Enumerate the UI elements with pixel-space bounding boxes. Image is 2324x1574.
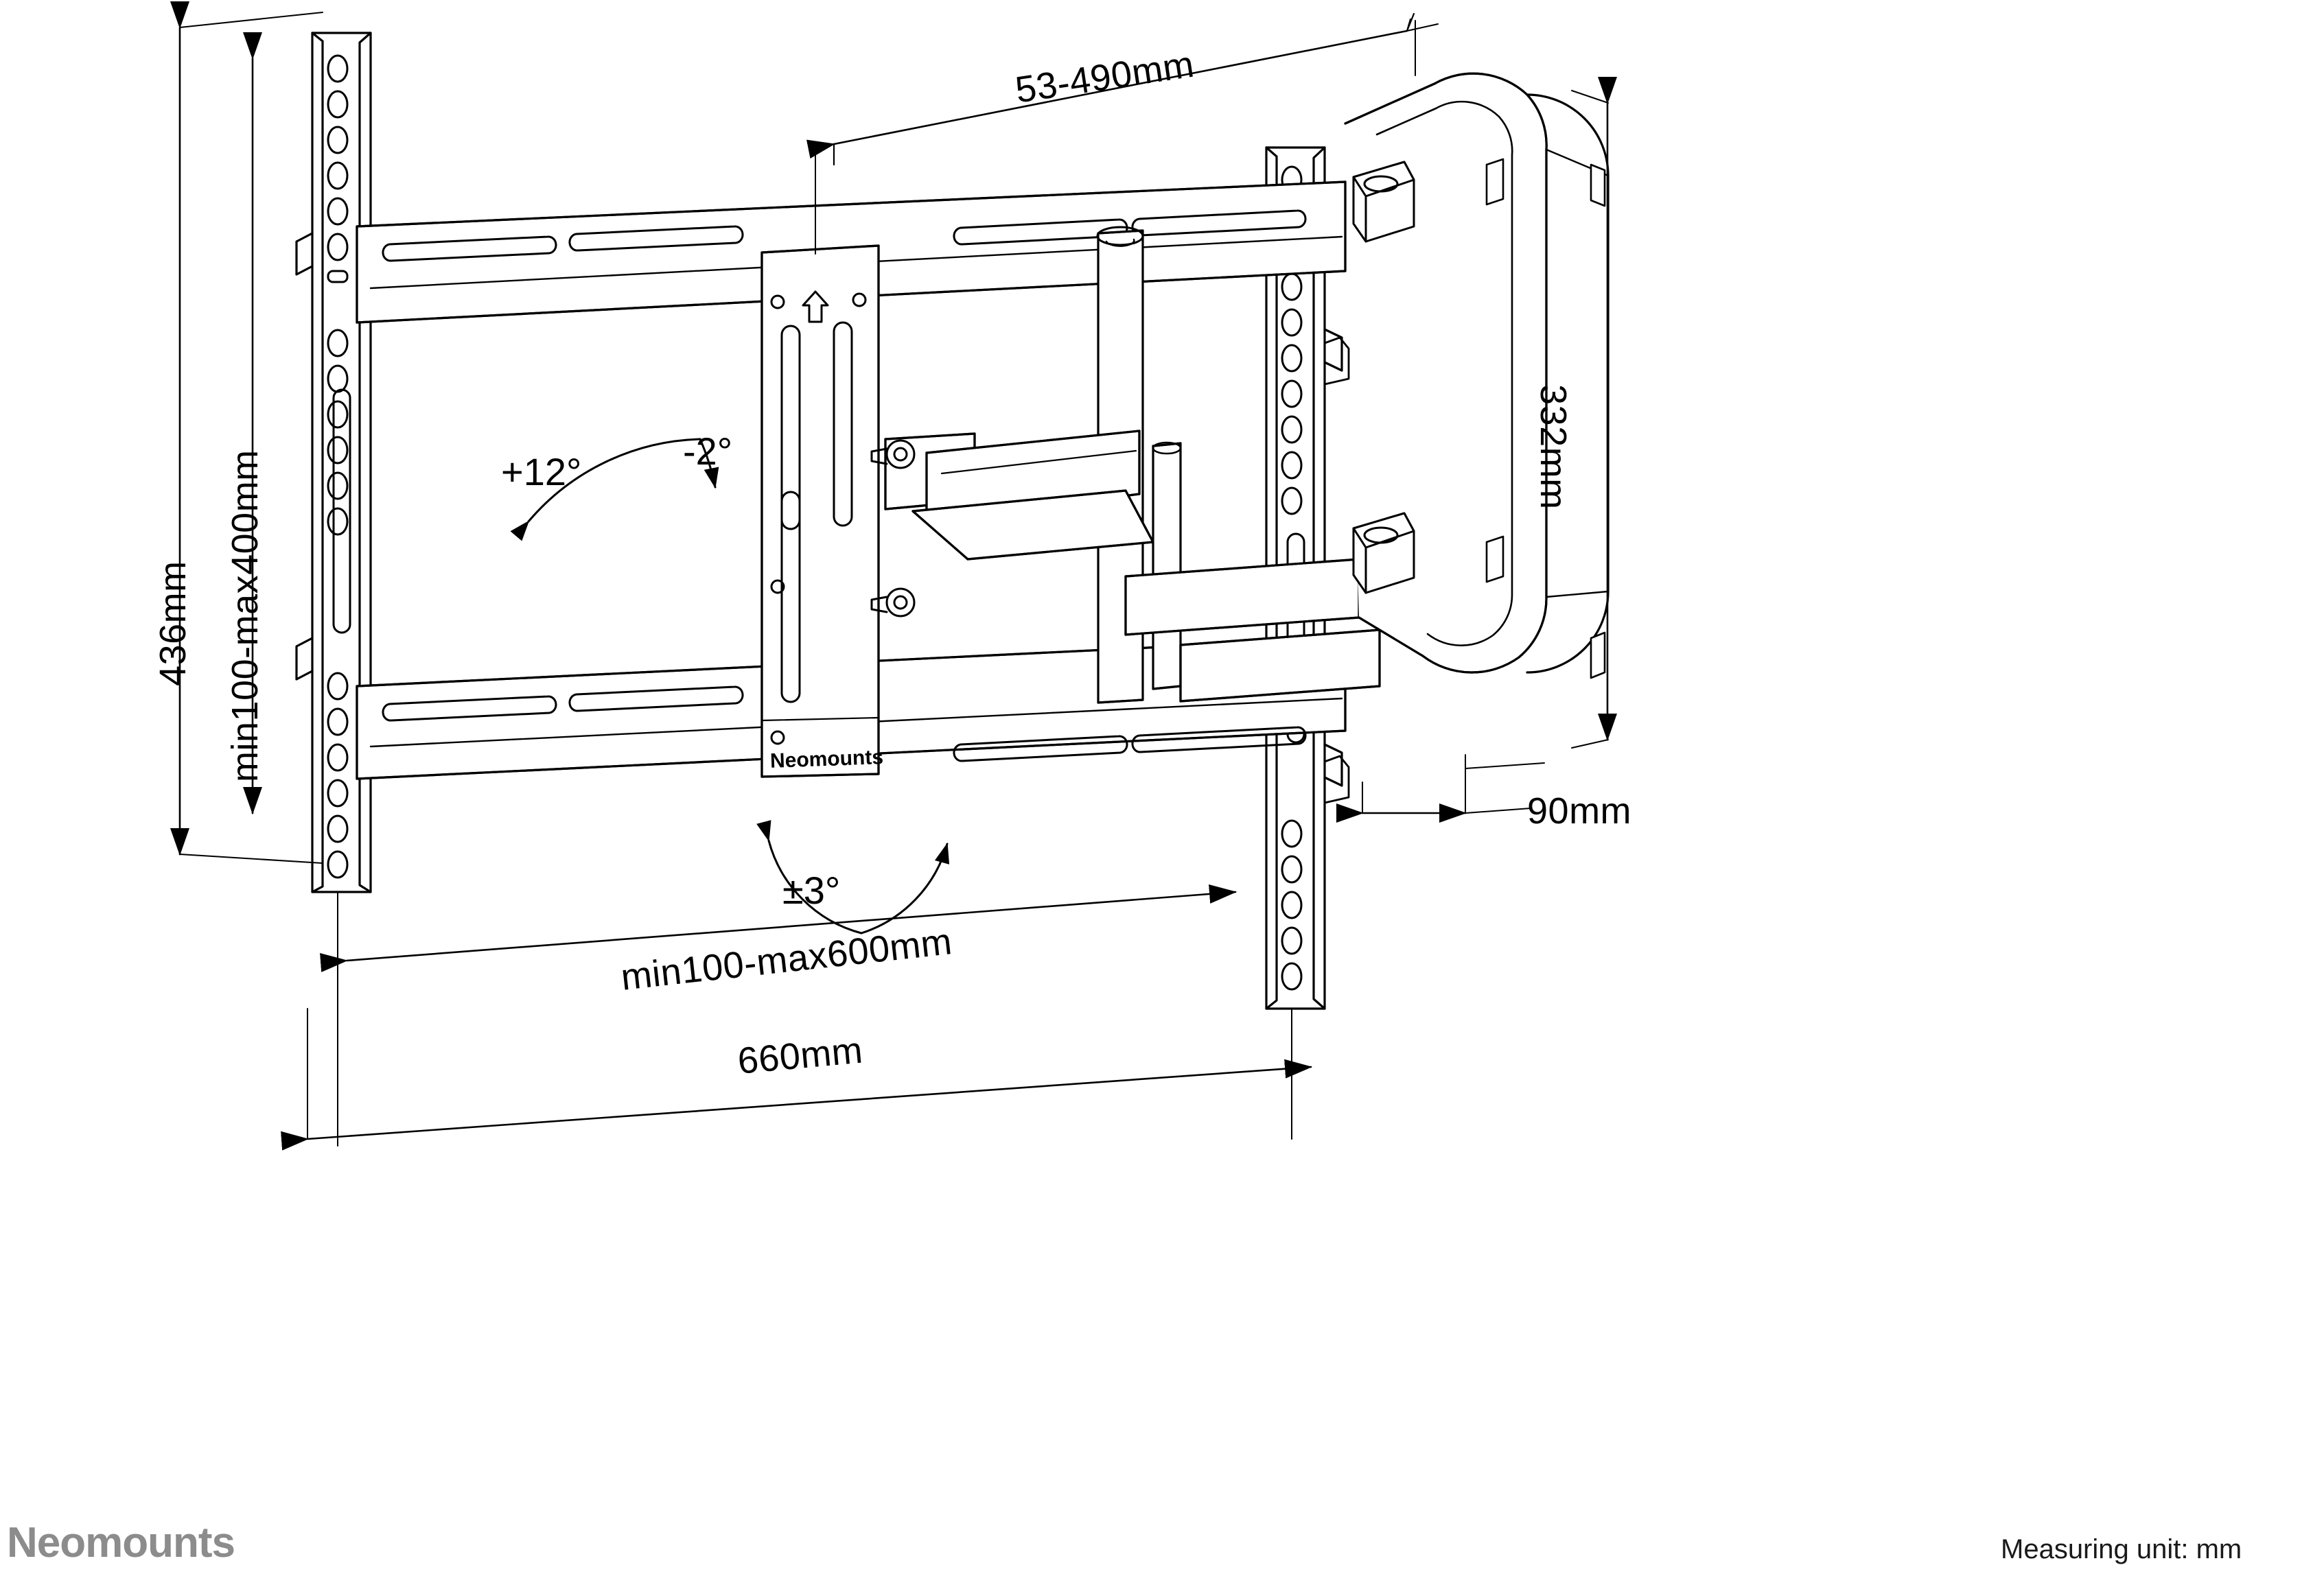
dimension-label-vesa-height-range: min100-max400mm — [224, 449, 266, 782]
dimension-lines — [170, 1, 1617, 1151]
angle-indicators — [510, 438, 950, 935]
up-arrow-icon — [802, 290, 829, 323]
center-vesa-plate — [760, 244, 880, 778]
articulating-arm — [870, 226, 1381, 704]
angle-label-tilt-down: -2° — [683, 430, 733, 473]
brand-logo-neomounts: Neomounts — [7, 1519, 235, 1566]
dimension-label-wall-depth: 90mm — [1527, 790, 1632, 832]
plate-brand-label: Neomounts — [769, 746, 884, 773]
dimension-label-arm-height: 332mm — [1533, 384, 1574, 510]
angle-label-roll: ±3° — [782, 869, 841, 912]
dimension-label-overall-height: 436mm — [152, 561, 194, 686]
angle-label-tilt-up: +12° — [501, 450, 582, 493]
measuring-unit-note: Measuring unit: mm — [2001, 1534, 2242, 1564]
